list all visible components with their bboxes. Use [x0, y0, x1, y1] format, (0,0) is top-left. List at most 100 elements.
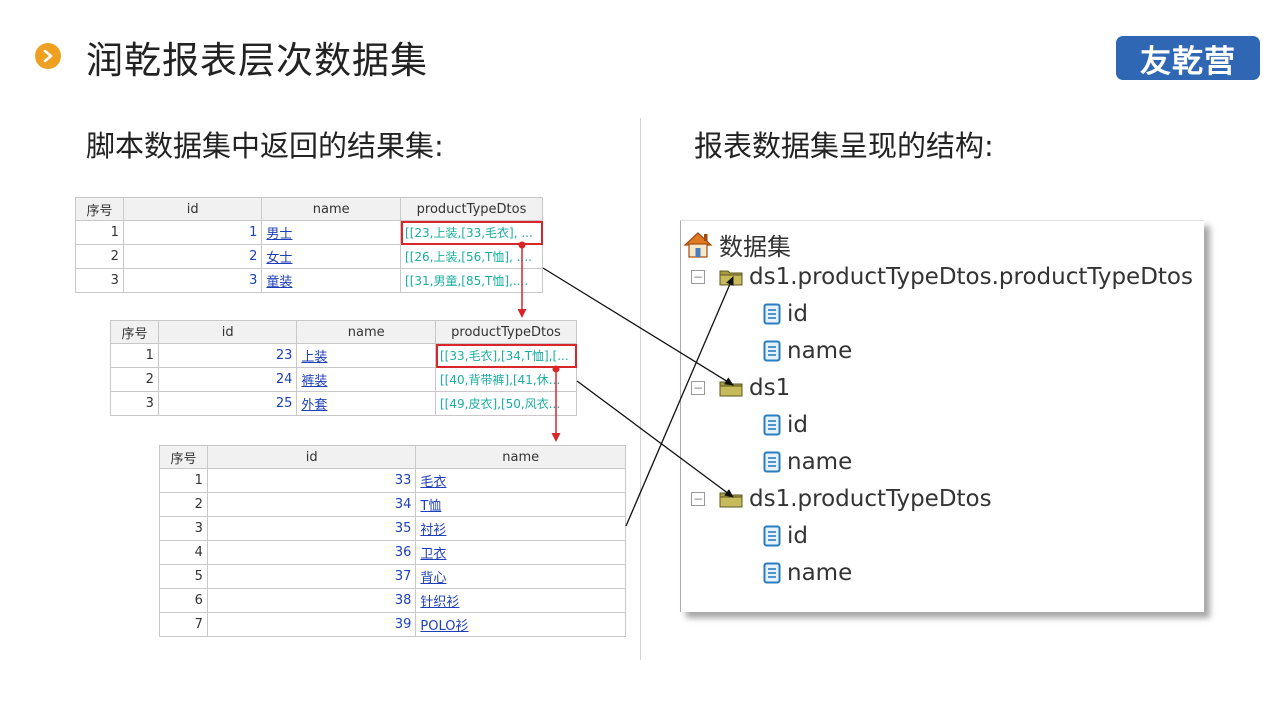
- row-name[interactable]: 外套: [296, 391, 436, 416]
- column-header: name: [415, 445, 626, 469]
- row-name[interactable]: 针织衫: [415, 588, 626, 613]
- field-icon: [763, 303, 781, 325]
- tree-field-label: name: [787, 449, 853, 475]
- tree-node-label: ds1.productTypeDtos: [749, 486, 992, 512]
- row-name-link[interactable]: 卫衣: [420, 547, 447, 562]
- red-arrowhead-2: [551, 433, 561, 442]
- row-name-link[interactable]: 裤装: [301, 374, 328, 389]
- table-row: 2 24 裤装 [[40,背带裤],[41,休...: [110, 367, 577, 392]
- row-seq: 3: [159, 516, 208, 541]
- row-name-link[interactable]: 上装: [301, 350, 328, 365]
- row-name[interactable]: 卫衣: [415, 540, 626, 565]
- tree-node-label: ds1.productTypeDtos.productTypeDtos: [749, 264, 1193, 290]
- tree-field-label: id: [787, 301, 808, 327]
- row-seq: 5: [159, 564, 208, 589]
- row-name-link[interactable]: 衬衫: [420, 523, 447, 538]
- collapse-icon[interactable]: −: [691, 270, 705, 284]
- row-seq: 2: [75, 244, 124, 269]
- column-header: name: [261, 197, 402, 221]
- row-name-link[interactable]: T恤: [420, 499, 442, 514]
- brand-logo: 友乾营: [1116, 36, 1260, 80]
- row-seq: 2: [159, 492, 208, 517]
- table-header-row: 序号 id name productTypeDtos: [75, 197, 543, 221]
- tree-node-ds1-dtos-dtos[interactable]: − ds1.productTypeDtos.productTypeDtos: [691, 264, 1193, 290]
- collapse-icon[interactable]: −: [691, 492, 705, 506]
- row-name[interactable]: 童装: [261, 268, 402, 293]
- field-icon: [763, 340, 781, 362]
- table-row: 7 39 POLO衫: [159, 612, 626, 637]
- row-seq: 6: [159, 588, 208, 613]
- tree-field-name[interactable]: name: [763, 560, 852, 586]
- row-name[interactable]: 背心: [415, 564, 626, 589]
- result-table-level-2: 序号 id name productTypeDtos 1 23 上装 [[33,…: [110, 320, 577, 416]
- dataset-tree-panel: 数据集 − ds1.productTypeDtos.productTypeDto…: [680, 220, 1204, 612]
- row-name[interactable]: 上装: [296, 343, 436, 368]
- row-name[interactable]: POLO衫: [415, 612, 626, 637]
- row-name[interactable]: T恤: [415, 492, 626, 517]
- column-header: productTypeDtos: [400, 197, 543, 221]
- column-header: 序号: [75, 197, 124, 221]
- row-name-link[interactable]: 童装: [266, 275, 293, 290]
- table-row: 2 34 T恤: [159, 492, 626, 517]
- row-dtos[interactable]: [[40,背带裤],[41,休...: [435, 367, 577, 392]
- row-seq: 4: [159, 540, 208, 565]
- tree-field-name[interactable]: name: [763, 338, 852, 364]
- row-id: 36: [206, 540, 417, 565]
- tree-field-name[interactable]: name: [763, 449, 852, 475]
- row-seq: 3: [75, 268, 124, 293]
- section-heading-left: 脚本数据集中返回的结果集:: [86, 129, 444, 163]
- row-id: 38: [206, 588, 417, 613]
- folder-icon: [719, 268, 743, 286]
- row-dtos[interactable]: [[31,男童,[85,T恤],....: [400, 268, 543, 293]
- row-id: 34: [206, 492, 417, 517]
- row-name[interactable]: 女士: [261, 244, 402, 269]
- tree-field-label: id: [787, 412, 808, 438]
- field-icon: [763, 414, 781, 436]
- row-name[interactable]: 男士: [261, 220, 402, 245]
- table-row: 3 35 衬衫: [159, 516, 626, 541]
- row-seq: 7: [159, 612, 208, 637]
- column-header: id: [157, 320, 298, 344]
- row-name-link[interactable]: POLO衫: [420, 619, 469, 634]
- row-id: 33: [206, 468, 417, 493]
- tree-node-ds1-dtos[interactable]: − ds1.productTypeDtos: [691, 486, 992, 512]
- table-row: 3 25 外套 [[49,皮衣],[50,风衣...: [110, 391, 577, 416]
- column-header: id: [206, 445, 417, 469]
- row-name[interactable]: 毛衣: [415, 468, 626, 493]
- tree-root[interactable]: 数据集: [683, 227, 791, 262]
- tree-field-id[interactable]: id: [763, 412, 808, 438]
- column-header: productTypeDtos: [435, 320, 577, 344]
- home-icon: [683, 231, 713, 259]
- tree-field-id[interactable]: id: [763, 301, 808, 327]
- section-heading-right: 报表数据集呈现的结构:: [694, 129, 994, 163]
- tree-node-ds1[interactable]: − ds1: [691, 375, 790, 401]
- table-header-row: 序号 id name: [159, 445, 626, 469]
- folder-icon: [719, 379, 743, 397]
- row-seq: 1: [110, 343, 159, 368]
- row-name-link[interactable]: 男士: [266, 227, 293, 242]
- row-name-link[interactable]: 外套: [301, 398, 328, 413]
- row-seq: 1: [75, 220, 124, 245]
- row-dtos[interactable]: [[49,皮衣],[50,风衣...: [435, 391, 577, 416]
- row-id: 3: [122, 268, 263, 293]
- row-name[interactable]: 裤装: [296, 367, 436, 392]
- row-name[interactable]: 衬衫: [415, 516, 626, 541]
- table-row: 1 23 上装 [[33,毛衣],[34,T恤],[...: [110, 343, 577, 368]
- row-name-link[interactable]: 背心: [420, 571, 447, 586]
- row-id: 23: [157, 343, 298, 368]
- row-seq: 2: [110, 367, 159, 392]
- row-name-link[interactable]: 毛衣: [420, 475, 447, 490]
- row-dtos-highlighted[interactable]: [[23,上装,[33,毛衣], ...: [400, 220, 543, 245]
- row-name-link[interactable]: 针织衫: [420, 595, 460, 610]
- row-id: 2: [122, 244, 263, 269]
- tree-field-id[interactable]: id: [763, 523, 808, 549]
- field-icon: [763, 562, 781, 584]
- row-dtos[interactable]: [[26,上装,[56,T恤], ....: [400, 244, 543, 269]
- collapse-icon[interactable]: −: [691, 381, 705, 395]
- tree-field-label: name: [787, 338, 853, 364]
- row-dtos-highlighted[interactable]: [[33,毛衣],[34,T恤],[...: [435, 343, 577, 368]
- page-title: 润乾报表层次数据集: [86, 39, 428, 82]
- column-header: 序号: [159, 445, 208, 469]
- table-row: 6 38 针织衫: [159, 588, 626, 613]
- row-name-link[interactable]: 女士: [266, 251, 293, 266]
